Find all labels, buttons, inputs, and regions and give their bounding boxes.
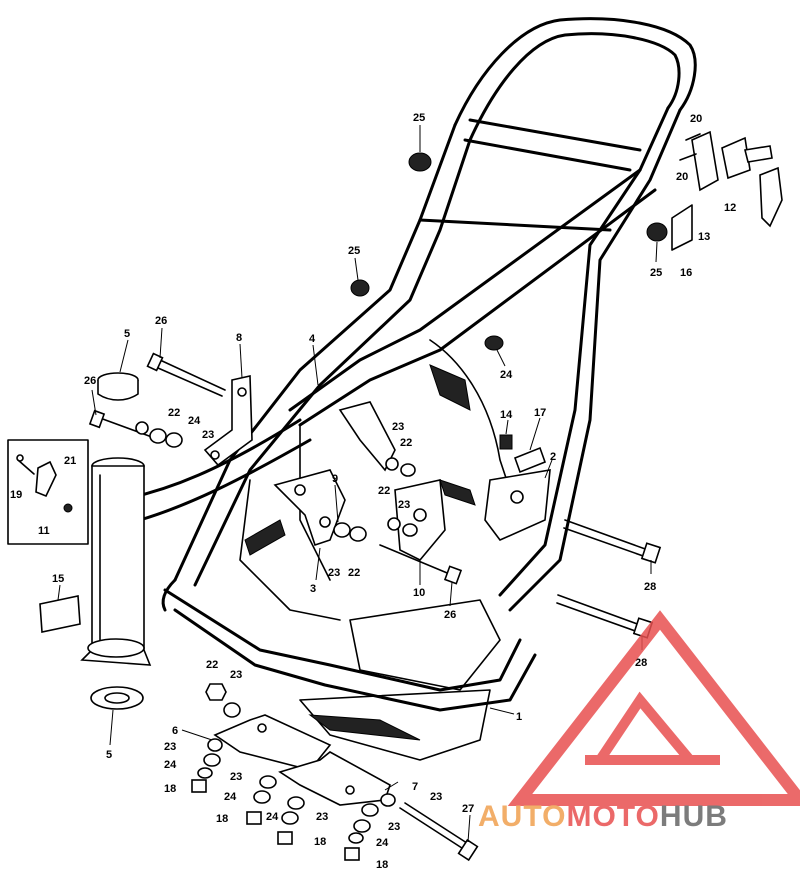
callout-23: 23 <box>202 429 214 441</box>
leader-lines <box>57 125 658 843</box>
callout-4: 4 <box>309 333 316 345</box>
callout-18: 18 <box>314 836 326 848</box>
callout-11: 11 <box>38 525 50 537</box>
callout-24: 24 <box>224 791 237 803</box>
callout-20: 20 <box>690 113 702 125</box>
callout-19: 19 <box>10 489 22 501</box>
bracket-6 <box>213 714 332 771</box>
callout-26: 26 <box>84 375 96 387</box>
callout-23: 23 <box>164 741 176 753</box>
callout-28: 28 <box>644 581 656 593</box>
bracket-17 <box>513 446 547 474</box>
callout-23: 23 <box>392 421 404 433</box>
callout-22: 22 <box>400 437 412 449</box>
bolt-28-upper <box>563 519 662 564</box>
callout-23: 23 <box>388 821 400 833</box>
callout-22: 22 <box>348 567 360 579</box>
callout-24: 24 <box>500 369 513 381</box>
callout-24: 24 <box>164 759 177 771</box>
callout-25: 25 <box>650 267 662 279</box>
callout-24: 24 <box>188 415 201 427</box>
bearing-race-bottom <box>90 686 144 710</box>
seat-lock-assembly <box>679 130 783 228</box>
plate-16 <box>671 204 693 251</box>
callout-8: 8 <box>236 332 242 344</box>
callout-9: 9 <box>332 473 338 485</box>
callout-26: 26 <box>444 609 456 621</box>
callout-18: 18 <box>216 813 228 825</box>
callout-21: 21 <box>64 455 76 467</box>
callout-24: 24 <box>266 811 279 823</box>
callout-16: 16 <box>680 267 692 279</box>
callout-3: 3 <box>310 583 316 595</box>
callout-13: 13 <box>698 231 710 243</box>
washer-23-lower <box>223 702 241 718</box>
bracket-2 <box>484 469 551 541</box>
callout-27: 27 <box>462 803 474 815</box>
callout-18: 18 <box>376 859 388 871</box>
callout-22: 22 <box>378 485 390 497</box>
callout-12: 12 <box>724 202 736 214</box>
hardware-lower-left <box>191 738 396 861</box>
watermark-text: AUTOMOTOHUB <box>478 800 728 833</box>
bracket-7 <box>278 751 391 806</box>
callout-6: 6 <box>172 725 178 737</box>
callout-22: 22 <box>168 407 180 419</box>
callout-15: 15 <box>52 573 64 585</box>
callout-23: 23 <box>398 499 410 511</box>
callout-14: 14 <box>500 409 513 421</box>
washers-mid <box>333 457 418 542</box>
callout-23: 23 <box>230 771 242 783</box>
callout-25: 25 <box>348 245 360 257</box>
callout-18: 18 <box>164 783 176 795</box>
main-frame <box>118 17 697 761</box>
callout-5: 5 <box>106 749 112 761</box>
rubber-cushion-right <box>646 222 668 242</box>
callout-labels: 25 20 20 12 13 25 25 16 26 5 8 4 24 26 2… <box>10 112 736 871</box>
callout-26: 26 <box>155 315 167 327</box>
callout-23: 23 <box>316 811 328 823</box>
bracket-3 <box>273 469 346 547</box>
rubber-cushion-top <box>408 152 432 172</box>
washers-upper-left <box>135 421 183 448</box>
callout-20: 20 <box>676 171 688 183</box>
bolt-28-lower <box>556 594 654 639</box>
callout-24: 24 <box>376 837 389 849</box>
bracket-8 <box>203 375 253 467</box>
steering-head-tube <box>80 457 152 666</box>
callout-17: 17 <box>534 407 546 419</box>
bracket-10 <box>394 479 446 561</box>
callout-23: 23 <box>328 567 340 579</box>
callout-23: 23 <box>430 791 442 803</box>
callout-25: 25 <box>413 112 425 124</box>
callout-23: 23 <box>230 669 242 681</box>
rubber-cushion-mid <box>350 279 370 297</box>
callout-1: 1 <box>516 711 522 723</box>
watermark-logo <box>507 610 800 806</box>
bearing-race-top <box>97 372 139 401</box>
callout-28: 28 <box>635 657 647 669</box>
grommet <box>484 335 504 351</box>
callout-5: 5 <box>124 328 130 340</box>
bolt-26-upper <box>146 352 226 397</box>
clip-14 <box>499 434 513 450</box>
callout-7: 7 <box>412 781 418 793</box>
steering-lock-inset <box>7 439 89 545</box>
callout-2: 2 <box>550 451 556 463</box>
bolt-26-lower <box>379 544 463 585</box>
watermark: AUTOMOTOHUB <box>478 610 800 833</box>
nut-22-lower <box>205 683 227 701</box>
callout-22: 22 <box>206 659 218 671</box>
callout-10: 10 <box>413 587 425 599</box>
bolt-27 <box>399 802 479 862</box>
label-plate <box>39 595 81 633</box>
